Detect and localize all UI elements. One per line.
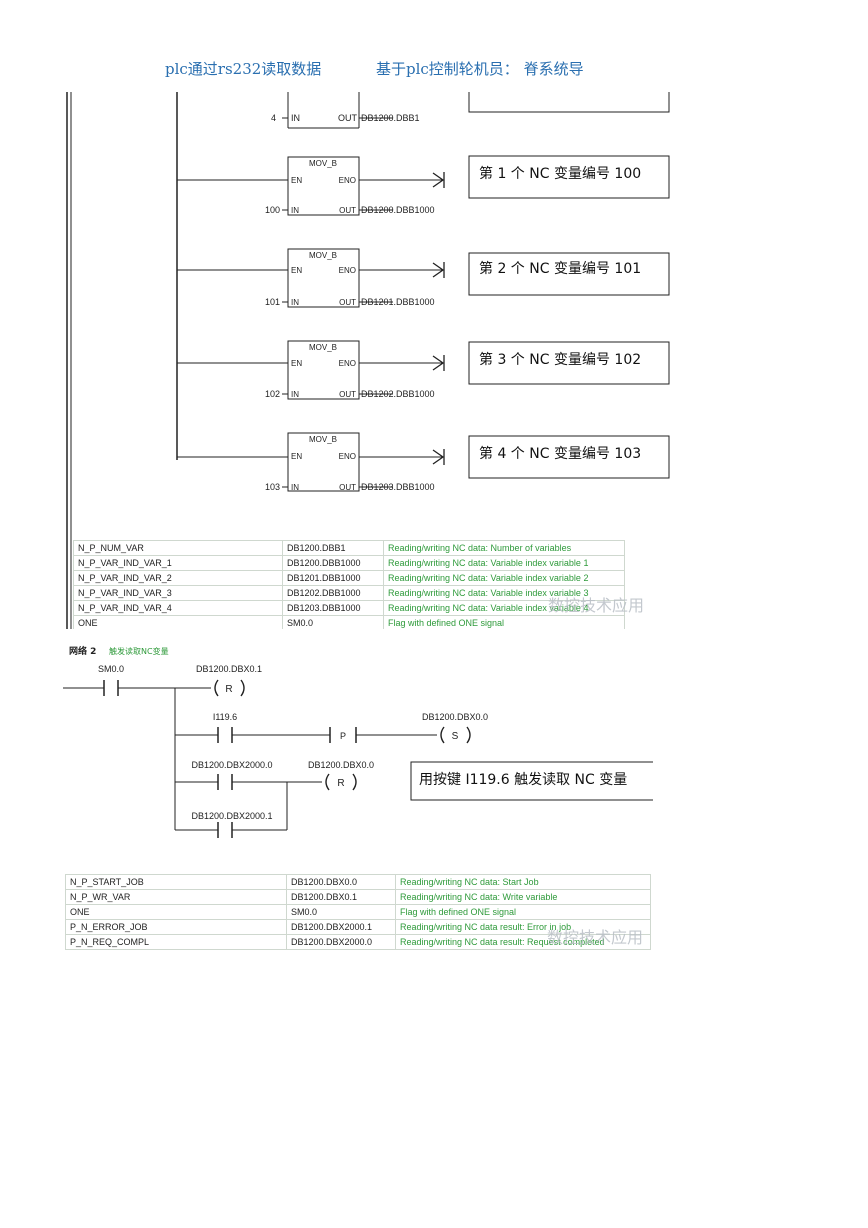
coil-reset-address: DB1200.DBX0.1 [196,664,262,674]
contact-dbx2000-1-label: DB1200.DBX2000.1 [191,811,272,821]
block-note-1: 第 1 个 NC 变量编号 100 [479,165,641,182]
coil-set-address: DB1200.DBX0.0 [422,712,488,722]
ladder-panel-mov: 4 IN OUT DB1200.DBB1 MOV_B EN ENO IN OUT… [63,92,677,629]
block-note-4: 第 4 个 NC 变量编号 103 [479,445,641,462]
mov-in-pin: IN [291,483,299,492]
mov-block-3: MOV_B EN ENO IN OUT 102 DB1202.DBB1000 第… [177,340,670,400]
trigger-note: 用按键 I119.6 触发读取 NC 变量 [419,771,627,788]
ladder-diagram-trigger: 网络 2 触发读取NC变量 SM0.0 R DB1200.DBX0.1 I119… [63,645,653,838]
mov-in-pin: IN [291,390,299,399]
ladder-diagram-mov: 4 IN OUT DB1200.DBB1 MOV_B EN ENO IN OUT… [66,92,670,629]
mov-out-address: DB1200.DBB1000 [361,205,435,215]
contact-i1196-label: I119.6 [213,712,237,722]
mov-in-value: 102 [265,389,280,399]
p-contact-label: P [340,731,346,741]
mov-en-pin: EN [291,359,302,368]
mov-in-pin: IN [291,206,299,215]
mov-block-4: MOV_B EN ENO IN OUT 103 DB1203.DBB1000 第… [177,432,670,492]
mov-block-title: MOV_B [309,251,337,260]
mov-out-pin: OUT [338,113,358,123]
coil-set-letter: S [452,731,459,742]
mov-in-pin: IN [291,298,299,307]
watermark-text: 数控技术应用 [548,596,645,615]
mov-eno-pin: ENO [339,359,356,368]
mov-out-address: DB1201.DBB1000 [361,297,435,307]
mov-eno-pin: ENO [339,266,356,275]
mov-out-address: DB1202.DBB1000 [361,389,435,399]
mov-in-value: 103 [265,482,280,492]
mov-en-pin: EN [291,176,302,185]
mov-eno-pin: ENO [339,452,356,461]
coil-reset2-address: DB1200.DBX0.0 [308,760,374,770]
mov-block-partial: 4 IN OUT DB1200.DBB1 [271,92,670,129]
contact-sm00-label: SM0.0 [98,664,124,674]
mov-eno-pin: ENO [339,176,356,185]
mov-en-pin: EN [291,266,302,275]
mov-en-pin: EN [291,452,302,461]
mov-in-pin: IN [291,113,300,123]
mov-in-value: 100 [265,205,280,215]
watermark-text: 数控技术应用 [547,928,644,947]
mov-block-1: MOV_B EN ENO IN OUT 100 DB1200.DBB1000 第… [177,155,670,216]
mov-block-2: MOV_B EN ENO IN OUT 101 DB1201.DBB1000 第… [177,248,670,308]
coil-reset-letter: R [225,684,232,695]
network-label: 网络 2 [69,645,96,657]
mov-in-value: 101 [265,297,280,307]
mov-out-pin: OUT [339,390,356,399]
contact-dbx2000-0-label: DB1200.DBX2000.0 [191,760,272,770]
network-comment: 触发读取NC变量 [109,646,169,656]
header-link-plc-rs232[interactable]: plc通过rs232读取数据 [165,60,322,78]
mov-out-address: DB1200.DBB1 [361,113,420,123]
mov-out-pin: OUT [339,483,356,492]
mov-out-pin: OUT [339,206,356,215]
mov-block-title: MOV_B [309,435,337,444]
coil-reset2-letter: R [337,778,344,789]
block-note-3: 第 3 个 NC 变量编号 102 [479,351,641,368]
mov-block-title: MOV_B [309,159,337,168]
mov-in-value: 4 [271,113,276,123]
mov-block-title: MOV_B [309,343,337,352]
mov-out-address: DB1203.DBB1000 [361,482,435,492]
block-note-2: 第 2 个 NC 变量编号 101 [479,260,641,277]
mov-out-pin: OUT [339,298,356,307]
header-link-plc-control[interactable]: 基于plc控制轮机员： 脊系统导 [376,60,584,78]
ladder-panel-trigger: 网络 2 触发读取NC变量 SM0.0 R DB1200.DBX0.1 I119… [63,636,653,958]
